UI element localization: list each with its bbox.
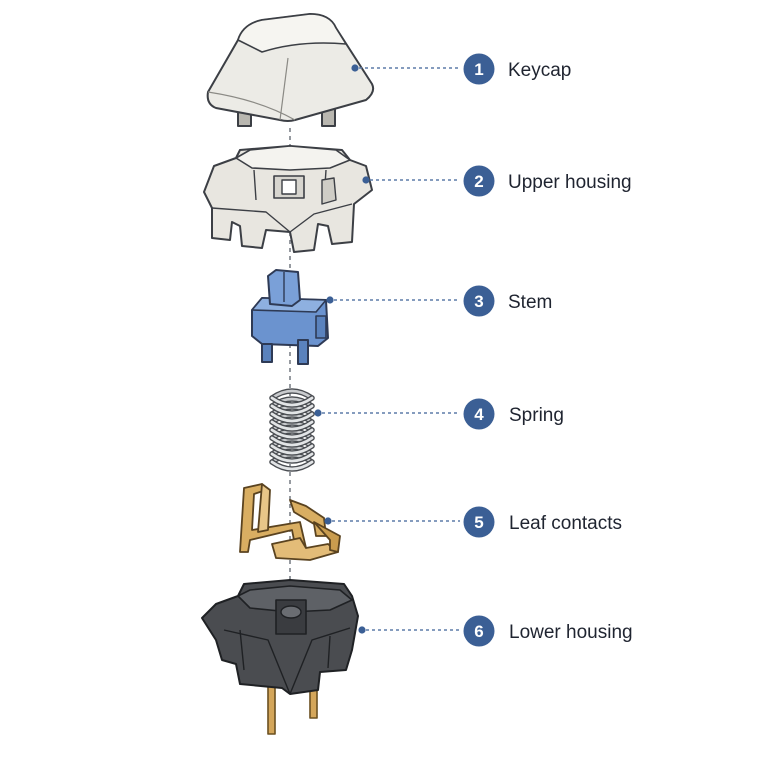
callout-upper-housing: 2 Upper housing bbox=[362, 165, 632, 197]
stem-icon bbox=[251, 269, 329, 365]
label-lower-housing: Lower housing bbox=[509, 622, 633, 643]
leaf-contacts-icon bbox=[239, 483, 341, 561]
badge-5-number: 5 bbox=[474, 513, 483, 532]
label-spring: Spring bbox=[509, 405, 564, 426]
badge-4-number: 4 bbox=[474, 405, 484, 424]
label-upper-housing: Upper housing bbox=[508, 172, 632, 193]
badge-5 bbox=[463, 506, 495, 538]
lower-housing-icon bbox=[201, 579, 359, 735]
callout-lower-housing: 6 Lower housing bbox=[358, 615, 633, 647]
keycap-icon bbox=[206, 13, 375, 127]
badge-4 bbox=[463, 398, 495, 430]
badge-3 bbox=[463, 285, 495, 317]
badge-1-number: 1 bbox=[474, 60, 483, 79]
badge-2-number: 2 bbox=[474, 172, 483, 191]
badge-6-number: 6 bbox=[474, 622, 483, 641]
label-leaf-contacts: Leaf contacts bbox=[509, 513, 622, 534]
badge-6 bbox=[463, 615, 495, 647]
callout-stem: 3 Stem bbox=[326, 285, 552, 317]
spring-icon bbox=[269, 388, 315, 472]
callout-spring: 4 Spring bbox=[314, 398, 564, 430]
callout-leaf-contacts: 5 Leaf contacts bbox=[324, 506, 622, 538]
label-stem: Stem bbox=[508, 292, 552, 313]
upper-housing-icon bbox=[203, 145, 373, 253]
callout-keycap: 1 Keycap bbox=[351, 53, 571, 85]
badge-1 bbox=[463, 53, 495, 85]
callout-list: 1 Keycap 2 Upper housing 3 Stem 4 Spring bbox=[314, 53, 633, 647]
badge-3-number: 3 bbox=[474, 292, 483, 311]
badge-2 bbox=[463, 165, 495, 197]
label-keycap: Keycap bbox=[508, 60, 571, 81]
